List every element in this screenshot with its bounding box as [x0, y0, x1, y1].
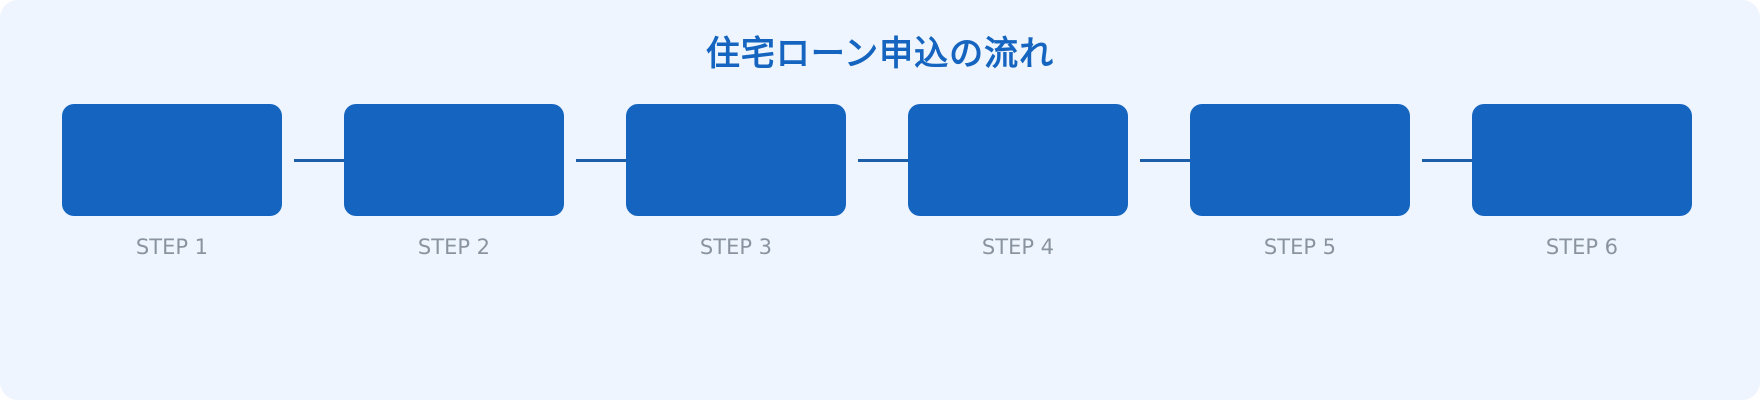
step-label-6: STEP 6 — [1545, 235, 1619, 259]
step-box-2 — [344, 104, 564, 216]
step-label-1: STEP 1 — [135, 235, 209, 259]
step-label-5: STEP 5 — [1263, 235, 1337, 259]
connector-4-5 — [1140, 159, 1190, 162]
step-label-2: STEP 2 — [417, 235, 491, 259]
connector-5-6 — [1422, 159, 1472, 162]
connector-3-4 — [858, 159, 908, 162]
step-label-3: STEP 3 — [699, 235, 773, 259]
step-label-4: STEP 4 — [981, 235, 1055, 259]
step-box-6 — [1472, 104, 1692, 216]
step-box-3 — [626, 104, 846, 216]
connector-2-3 — [576, 159, 626, 162]
step-box-4 — [908, 104, 1128, 216]
step-box-1 — [62, 104, 282, 216]
connector-1-2 — [294, 159, 344, 162]
step-box-5 — [1190, 104, 1410, 216]
diagram-title: 住宅ローン申込の流れ — [705, 34, 1055, 74]
